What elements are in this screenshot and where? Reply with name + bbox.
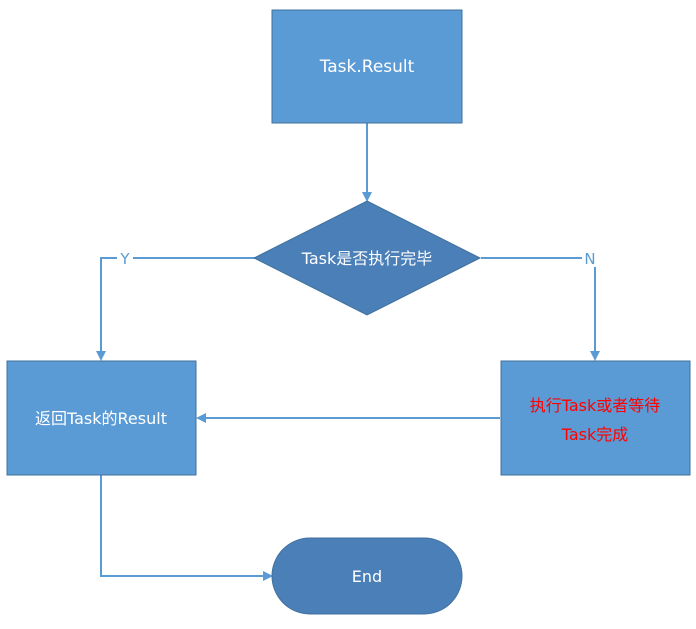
execute-wait-label-line1: 执行Task或者等待 <box>530 396 661 415</box>
end-label: End <box>352 567 382 586</box>
decision-diamond <box>252 200 482 316</box>
edge-return-to-end <box>100 475 273 581</box>
end-terminator <box>271 537 463 615</box>
edge-decision-no <box>481 257 600 361</box>
edge-decision-yes <box>96 257 255 361</box>
start-label: Task.Result <box>319 57 415 77</box>
return-result-box <box>6 360 197 476</box>
no-label-bg <box>582 249 598 267</box>
return-result-label: 返回Task的Result <box>35 409 167 428</box>
no-label: N <box>584 250 595 268</box>
execute-wait-box <box>500 360 691 476</box>
decision-label: Task是否执行完毕 <box>301 249 433 268</box>
yes-label-bg <box>117 249 133 267</box>
execute-wait-label-line2: Task完成 <box>561 425 629 444</box>
start-box <box>271 9 463 124</box>
yes-label: Y <box>119 250 130 268</box>
